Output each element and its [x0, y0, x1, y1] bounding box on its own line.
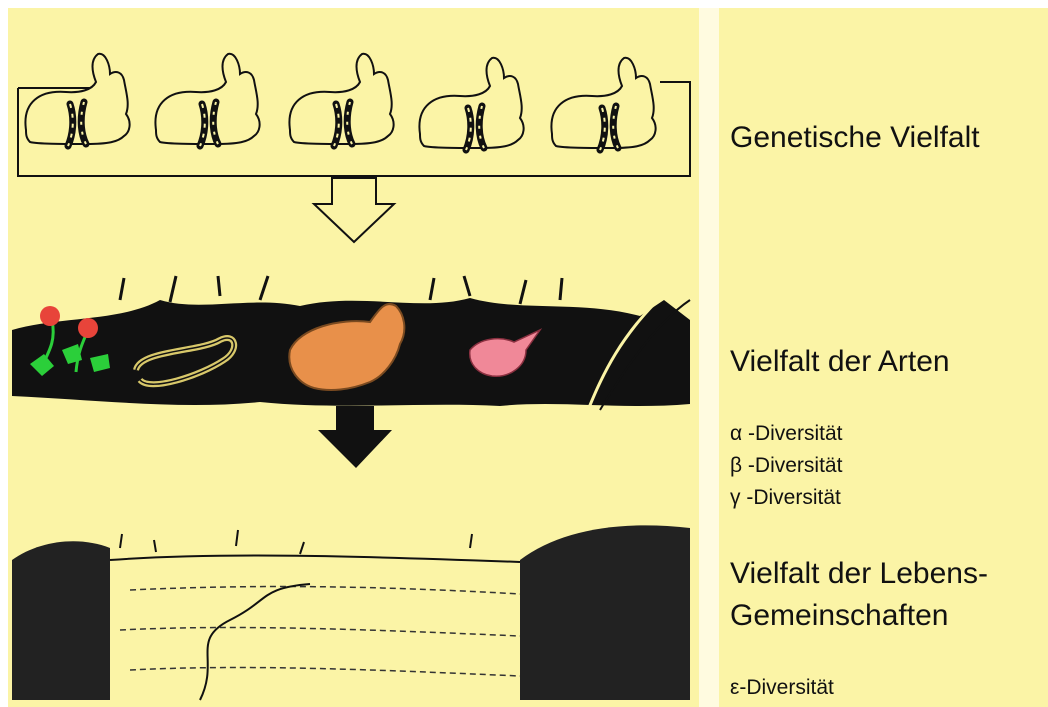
label-genetic-diversity: Genetische Vielfalt [730, 120, 980, 156]
rabbit-chromosome-icon [25, 54, 129, 146]
rabbit-chromosome-icon [289, 54, 393, 146]
landscape-illustration [12, 525, 690, 700]
rabbit-chromosome-icon [155, 54, 259, 146]
arrow-down-solid-icon [318, 406, 392, 468]
meadow-species-illustration [12, 276, 690, 420]
arrow-down-outline-icon [314, 178, 394, 242]
rabbit-chromosome-icon [419, 58, 523, 150]
label-alpha-diversity: α -Diversität [730, 418, 843, 450]
rabbit-chromosome-icon [551, 58, 655, 150]
label-beta-diversity: β -Diversität [730, 450, 842, 482]
label-epsilon-diversity: ε-Diversität [730, 672, 834, 704]
label-communities-line1: Vielfalt der Lebens- [730, 556, 988, 592]
label-gamma-diversity: γ -Diversität [730, 482, 841, 514]
label-species-diversity: Vielfalt der Arten [730, 344, 950, 380]
label-communities-line2: Gemeinschaften [730, 598, 948, 634]
